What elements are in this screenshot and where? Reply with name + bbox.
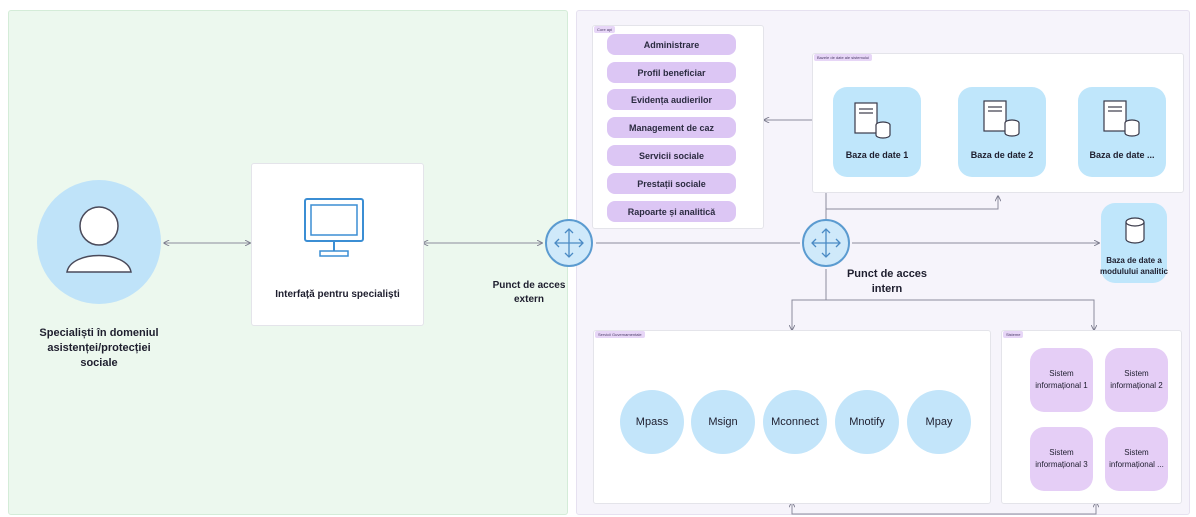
database-n-label: Baza de date ... <box>1089 150 1155 160</box>
system-3[interactable]: Sistem informațional 3 <box>1030 427 1093 491</box>
database-document-icon <box>1103 100 1140 137</box>
monitor-icon <box>304 198 364 257</box>
router-arrows-icon <box>811 228 841 258</box>
external-access-label: Punct de acces extern <box>492 280 566 305</box>
external-access-router[interactable] <box>545 219 593 267</box>
analytic-database[interactable]: Baza de date a modulului analitic <box>1100 203 1168 283</box>
analytic-database-label: Baza de date a modulului analitic <box>1099 256 1168 276</box>
system-1[interactable]: Sistem informațional 1 <box>1030 348 1093 412</box>
service-mnotify[interactable]: Mnotify <box>835 390 899 454</box>
service-mpay[interactable]: Mpay <box>907 390 971 454</box>
database-document-icon <box>854 102 891 139</box>
service-mpass[interactable]: Mpass <box>620 390 684 454</box>
interface-card[interactable]: Interfață pentru specialiști <box>251 163 424 326</box>
internal-access-label: Punct de acces intern <box>846 268 928 295</box>
database-document-icon <box>983 100 1020 137</box>
database-2[interactable]: Baza de date 2 <box>958 87 1046 177</box>
database-cylinder-icon <box>1125 217 1145 244</box>
module-profil-beneficiar[interactable]: Profil beneficiar <box>607 62 736 83</box>
modules-tag: Core api <box>594 26 616 33</box>
router-arrows-icon <box>554 228 584 258</box>
specialist-user <box>37 180 161 304</box>
module-administrare[interactable]: Administrare <box>607 34 736 55</box>
gov-services-tag: Servicii Guvernamentale <box>595 331 645 338</box>
external-systems-tag: Sisteme <box>1003 331 1024 338</box>
database-1[interactable]: Baza de date 1 <box>833 87 921 177</box>
user-icon <box>37 180 161 304</box>
database-2-label: Baza de date 2 <box>970 150 1034 160</box>
module-servicii-sociale[interactable]: Servicii sociale <box>607 145 736 166</box>
system-n[interactable]: Sistem informațional ... <box>1105 427 1168 491</box>
internal-access-router[interactable] <box>802 219 850 267</box>
specialist-label: Specialiști în domeniul asistenței/prote… <box>39 327 159 369</box>
service-msign[interactable]: Msign <box>691 390 755 454</box>
module-management-de-caz[interactable]: Management de caz <box>607 117 736 138</box>
module-prestatii-sociale[interactable]: Prestații sociale <box>607 173 736 194</box>
module-evidenta-audierilor[interactable]: Evidența audierilor <box>607 89 736 110</box>
service-mconnect[interactable]: Mconnect <box>763 390 827 454</box>
database-n[interactable]: Baza de date ... <box>1078 87 1166 177</box>
module-rapoarte-analitica[interactable]: Rapoarte și analitică <box>607 201 736 222</box>
database-1-label: Baza de date 1 <box>845 150 909 160</box>
interface-label: Interfață pentru specialiști <box>275 289 400 300</box>
system-2[interactable]: Sistem informațional 2 <box>1105 348 1168 412</box>
databases-tag: Bazele de date ale sistemului <box>814 54 873 61</box>
